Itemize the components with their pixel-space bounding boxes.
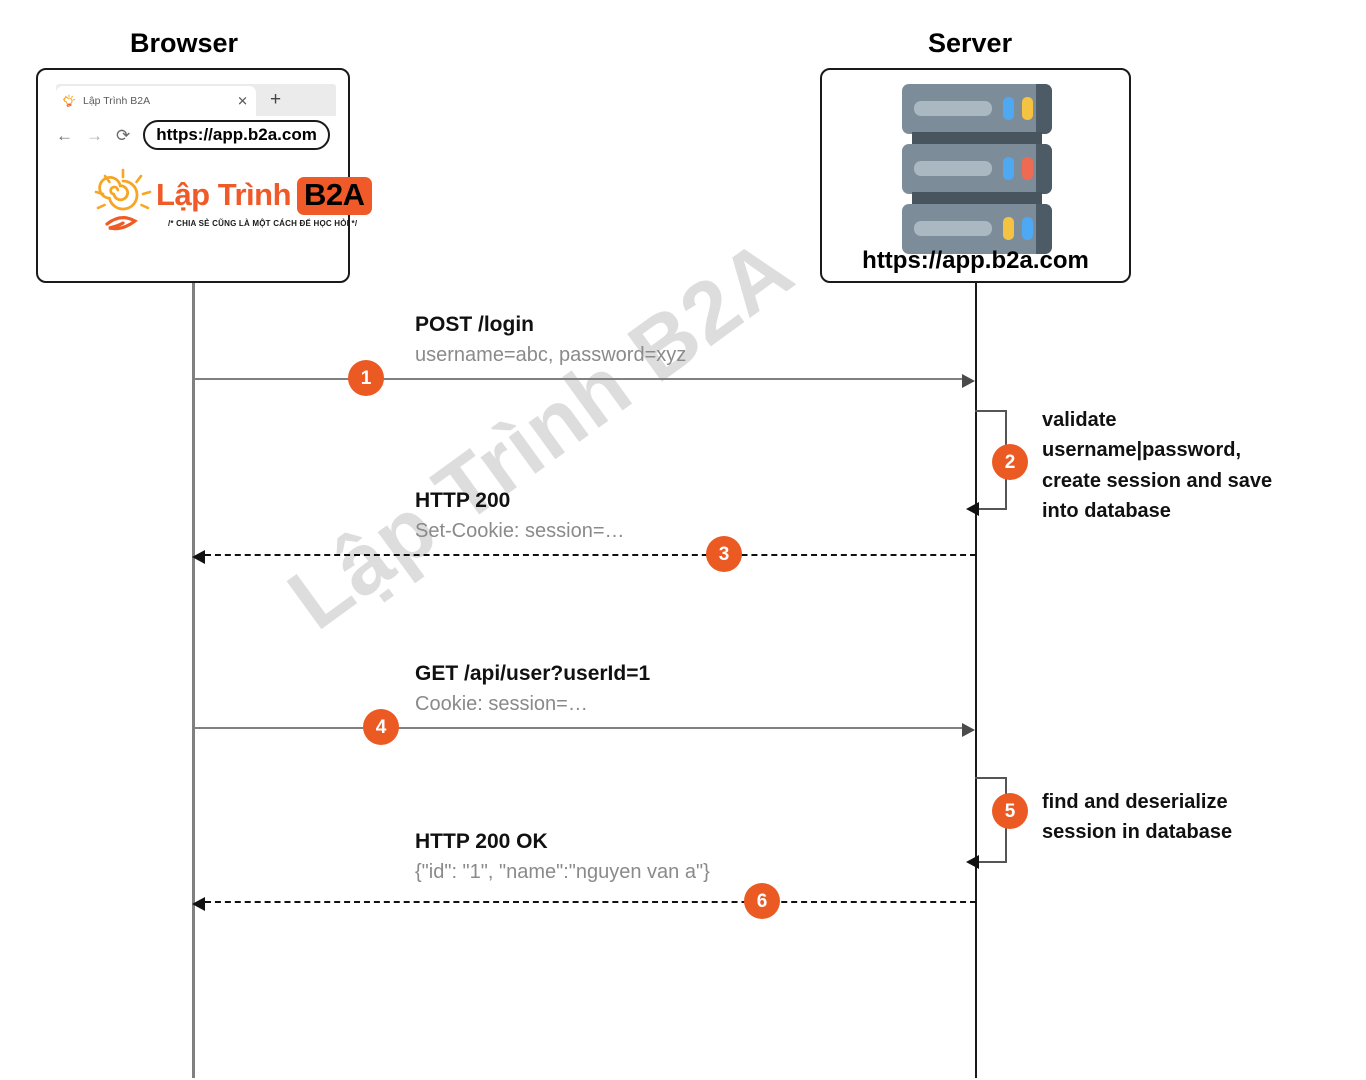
close-icon[interactable]: ✕ xyxy=(237,93,248,109)
step-badge-6: 6 xyxy=(744,883,780,919)
favicon-icon xyxy=(62,94,76,108)
message-1-arrow xyxy=(193,374,975,388)
note-line: username|password, xyxy=(1042,439,1242,462)
browser-toolbar: ← → ⟳ https://app.b2a.com xyxy=(56,119,346,151)
message-6-title: HTTP 200 OK xyxy=(415,830,548,853)
server-url-label: https://app.b2a.com xyxy=(862,247,1089,274)
server-lifeline xyxy=(975,283,977,1078)
browser-actor-box: Lập Trình B2A ✕ + ← → ⟳ https://app.b2a.… xyxy=(36,68,372,283)
message-1-subtitle: username=abc, password=xyz xyxy=(415,344,687,366)
step-badge-4: 4 xyxy=(363,709,399,745)
watermark: Lập Trình B2A xyxy=(271,219,811,648)
note-line: session in database xyxy=(1042,821,1233,844)
server-actor-title: Server xyxy=(928,28,1013,58)
message-1-title: POST /login xyxy=(415,313,534,336)
message-3-subtitle: Set-Cookie: session=… xyxy=(415,520,625,542)
browser-tabstrip: Lập Trình B2A ✕ + xyxy=(56,84,336,116)
browser-tab[interactable]: Lập Trình B2A ✕ xyxy=(56,86,256,116)
step-badge-1: 1 xyxy=(348,360,384,396)
message-6-arrow xyxy=(192,897,976,911)
browser-actor-title: Browser xyxy=(130,28,239,58)
note-line: into database xyxy=(1042,500,1171,523)
message-5-note: find and deserialize session in database xyxy=(1042,787,1362,848)
message-4-title: GET /api/user?userId=1 xyxy=(415,662,651,685)
note-line: create session and save xyxy=(1042,469,1273,492)
note-line: validate xyxy=(1042,409,1117,431)
logo-tagline: /* CHIA SẺ CŨNG LÀ MỘT CÁCH ĐỂ HỌC HỎI *… xyxy=(168,219,358,228)
note-line: find and deserialize xyxy=(1042,791,1228,813)
message-6-subtitle: {"id": "1", "name":"nguyen van a"} xyxy=(415,861,710,883)
server-rack-unit xyxy=(902,204,1052,254)
reload-icon[interactable]: ⟳ xyxy=(116,125,131,145)
step-badge-2: 2 xyxy=(992,444,1028,480)
message-3-title: HTTP 200 xyxy=(415,489,511,512)
logo-text-label: Lập Trình xyxy=(156,177,292,212)
back-arrow-icon[interactable]: ← xyxy=(56,125,73,145)
browser-tab-title: Lập Trình B2A xyxy=(83,95,151,107)
server-actor-box: https://app.b2a.com xyxy=(820,68,1131,283)
address-bar[interactable]: https://app.b2a.com xyxy=(143,119,330,151)
message-2-note: validate username|password, create sessi… xyxy=(1042,405,1362,527)
forward-arrow-icon[interactable]: → xyxy=(86,125,103,145)
step-badge-5: 5 xyxy=(992,793,1028,829)
server-rack-unit xyxy=(902,144,1052,194)
sun-spiral-icon xyxy=(92,167,154,239)
browser-lifeline xyxy=(192,283,195,1078)
message-3-arrow xyxy=(192,550,976,564)
step-badge-3: 3 xyxy=(706,536,742,572)
logo-badge-label: B2A xyxy=(297,177,372,215)
message-4-arrow xyxy=(193,723,975,737)
server-rack-unit xyxy=(902,84,1052,134)
message-4-subtitle: Cookie: session=… xyxy=(415,693,588,715)
server-rack-icon xyxy=(902,84,1052,254)
plus-icon[interactable]: + xyxy=(270,89,282,110)
